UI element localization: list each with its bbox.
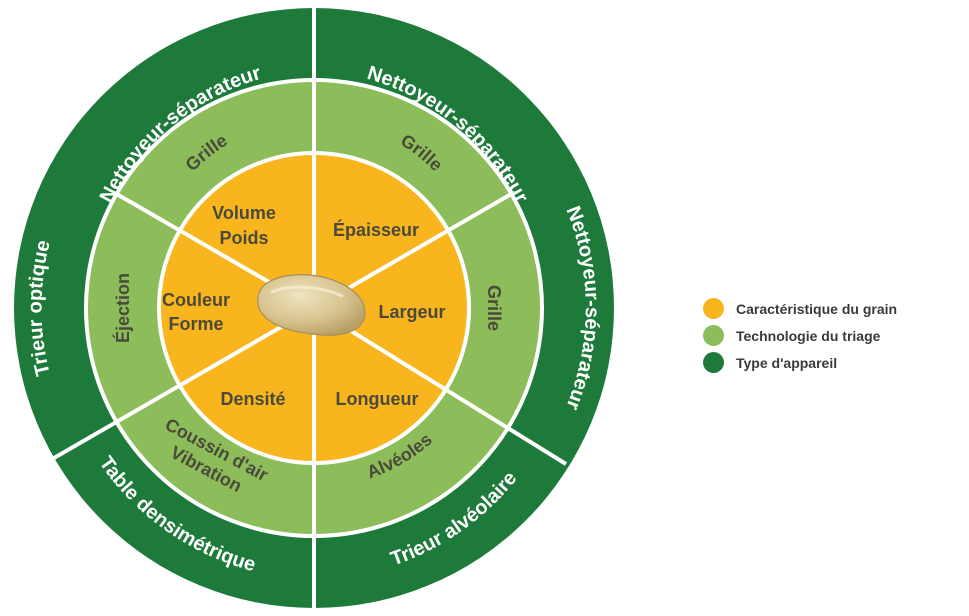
legend-circle-icon <box>703 325 724 346</box>
grain-seed-image <box>257 274 366 336</box>
legend: Caractéristique du grain Technologie du … <box>703 295 897 376</box>
inner-label-volume: Volume <box>212 203 276 223</box>
inner-label-poids: Poids <box>219 228 268 248</box>
legend-circle-icon <box>703 298 724 319</box>
legend-circle-icon <box>703 352 724 373</box>
inner-label-forme: Forme <box>168 314 223 334</box>
divider-right-lower <box>312 306 568 466</box>
middle-label-right: Grille <box>484 285 504 331</box>
inner-label-largeur: Largeur <box>378 302 445 322</box>
inner-label-epaisseur: Épaisseur <box>333 219 419 240</box>
divider-left-lower <box>53 306 315 460</box>
sorting-wheel-diagram: Nettoyeur-séparateur Nettoyeur-séparateu… <box>14 8 614 608</box>
inner-label-densite: Densité <box>220 389 285 409</box>
legend-item-appareil: Type d'appareil <box>703 349 897 376</box>
middle-label-left: Éjection <box>112 273 133 343</box>
legend-item-triage: Technologie du triage <box>703 322 897 349</box>
inner-label-longueur: Longueur <box>336 389 419 409</box>
legend-label: Technologie du triage <box>736 327 881 344</box>
legend-item-grain: Caractéristique du grain <box>703 295 897 322</box>
legend-label: Caractéristique du grain <box>736 300 898 317</box>
inner-ring-labels: Volume Poids Épaisseur Largeur Longueur … <box>162 203 446 409</box>
inner-label-couleur: Couleur <box>162 290 230 310</box>
legend-label: Type d'appareil <box>736 354 838 371</box>
